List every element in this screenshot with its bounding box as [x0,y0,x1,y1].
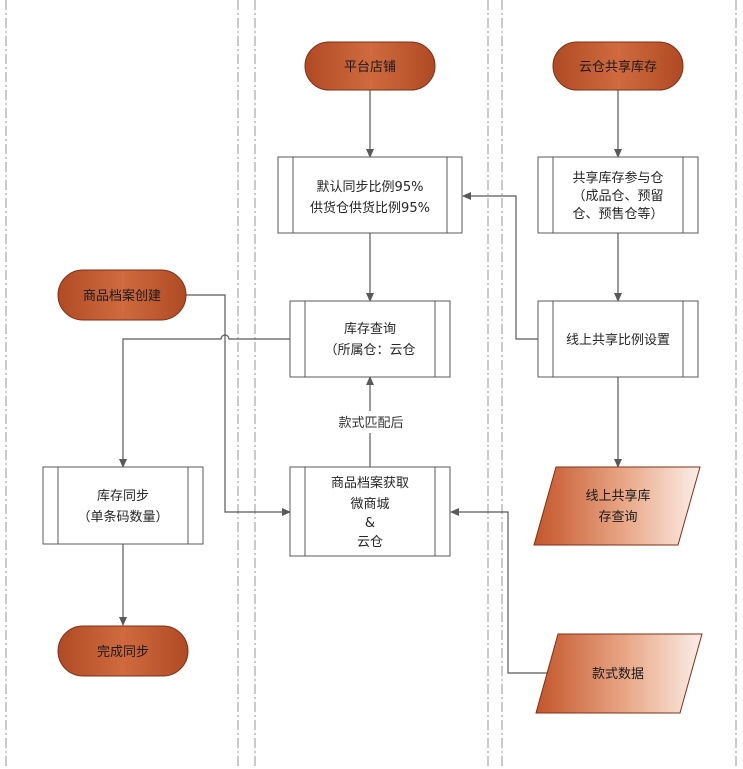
process-warehouses-line-1: 共享库存参与仓 [572,170,663,186]
terminal-cloud-shared-inventory-label: 云仓共享库存 [579,59,657,75]
process-inventory-query: 库存查询 （所属仓：云仓 [289,300,451,378]
process-inventory-sync-line-1: 库存同步 [97,488,149,504]
process-product-archive-fetch-line-4: 云仓 [357,535,383,550]
process-warehouses-line-2: （成品仓、预留 [572,189,663,204]
process-online-shared-ratio-setting-label: 线上共享比例设置 [566,332,670,348]
process-product-archive-fetch-line-3: & [365,516,375,531]
data-style-data: 款式数据 [535,633,703,714]
process-inventory-query-line-1: 库存查询 [344,321,396,337]
process-inventory-query-line-2: （所属仓：云仓 [324,343,415,358]
edge-style-to-fetch [450,508,558,674]
data-style-data-label: 款式数据 [592,667,644,682]
terminal-cloud-shared-inventory: 云仓共享库存 [552,41,684,91]
process-sync-ratio: 默认同步比例95% 供货仓供货比例95% [277,156,463,234]
process-product-archive-fetch-line-1: 商品档案获取 [331,476,409,491]
terminal-product-archive-create-label: 商品档案创建 [83,289,161,304]
process-inventory-sync: 库存同步 （单条码数量） [42,466,204,545]
terminal-complete-sync-label: 完成同步 [97,645,149,660]
terminal-product-archive-create: 商品档案创建 [57,269,187,321]
lane-dividers [5,0,737,769]
terminal-platform-store-label: 平台店铺 [344,60,396,75]
edge-ratio-setting-to-sync-ratio [462,192,538,340]
terminal-platform-store: 平台店铺 [304,41,436,91]
data-online-shared-inventory-query-line-2: 存查询 [598,510,637,525]
edge-create-to-fetch [186,294,291,516]
process-product-archive-fetch: 商品档案获取 微商城 & 云仓 [289,466,451,557]
process-shared-inventory-warehouses: 共享库存参与仓 （成品仓、预留 仓、预售仓等） [537,156,699,234]
process-online-shared-ratio-setting: 线上共享比例设置 [537,300,699,378]
process-product-archive-fetch-line-2: 微商城 [350,497,389,512]
process-sync-ratio-line-1: 默认同步比例95% [317,179,424,195]
data-online-shared-inventory-query: 线上共享库 存查询 [533,466,701,546]
process-warehouses-line-3: 仓、预售仓等） [572,206,663,222]
connectors [119,90,622,674]
edge-label-after-style-match: 款式匹配后 [326,412,416,432]
edge-query-to-inventory-sync [119,334,290,468]
data-online-shared-inventory-query-line-1: 线上共享库 [585,488,650,504]
edge-label-after-style-match-text: 款式匹配后 [338,416,403,431]
process-sync-ratio-line-2: 供货仓供货比例95% [310,200,430,216]
process-inventory-sync-line-2: （单条码数量） [77,509,168,525]
terminal-complete-sync: 完成同步 [57,625,189,677]
